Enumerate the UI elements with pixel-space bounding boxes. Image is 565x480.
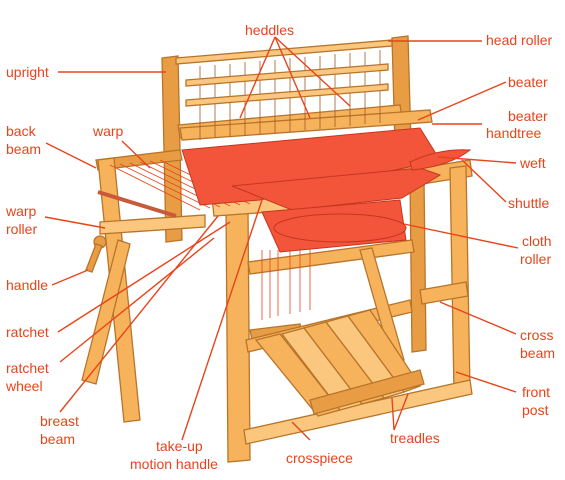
label-cross-beam-1: cross bbox=[520, 327, 553, 343]
label-breast-beam-1: breast bbox=[40, 413, 79, 429]
label-treadles: treadles bbox=[390, 430, 440, 446]
treadles-group bbox=[254, 309, 425, 417]
label-ratchet-wheel-1: ratchet bbox=[6, 360, 49, 376]
label-back-beam-2: beam bbox=[6, 141, 41, 157]
label-warp-roller-2: roller bbox=[6, 221, 37, 237]
loom-frame bbox=[81, 35, 473, 463]
label-upright: upright bbox=[6, 64, 49, 80]
label-beater: beater bbox=[508, 74, 548, 90]
label-head-roller: head roller bbox=[486, 32, 552, 48]
leader-lines bbox=[44, 36, 519, 441]
label-takeup-1: take-up bbox=[156, 438, 203, 454]
label-breast-beam-2: beam bbox=[40, 431, 75, 447]
label-beater-handtree-1: beater bbox=[508, 108, 548, 124]
label-shuttle: shuttle bbox=[508, 195, 549, 211]
label-beater-handtree-2: handtree bbox=[486, 125, 541, 141]
label-ratchet-wheel-2: wheel bbox=[5, 378, 43, 394]
label-heddles: heddles bbox=[245, 22, 294, 38]
label-back-beam-1: back bbox=[6, 123, 37, 139]
label-warp: warp bbox=[92, 123, 124, 139]
label-ratchet: ratchet bbox=[6, 324, 49, 340]
label-weft: weft bbox=[519, 155, 546, 171]
label-crosspiece: crosspiece bbox=[286, 450, 353, 466]
labels: heddles head roller upright beater beate… bbox=[5, 22, 555, 472]
label-takeup-2: motion handle bbox=[130, 456, 218, 472]
label-front-post-2: post bbox=[522, 402, 549, 418]
warp-roller-handle bbox=[85, 190, 177, 273]
label-cloth-roller-2: roller bbox=[520, 251, 551, 267]
label-front-post-1: front bbox=[522, 384, 550, 400]
shuttle-shape bbox=[409, 149, 472, 171]
woven-cloth bbox=[231, 167, 442, 253]
label-warp-roller-1: warp bbox=[5, 203, 37, 219]
heddle-threads bbox=[185, 50, 389, 140]
label-cloth-roller-1: cloth bbox=[522, 233, 552, 249]
label-cross-beam-2: beam bbox=[520, 345, 555, 361]
label-handle: handle bbox=[6, 277, 48, 293]
treadle-cords bbox=[261, 248, 311, 320]
